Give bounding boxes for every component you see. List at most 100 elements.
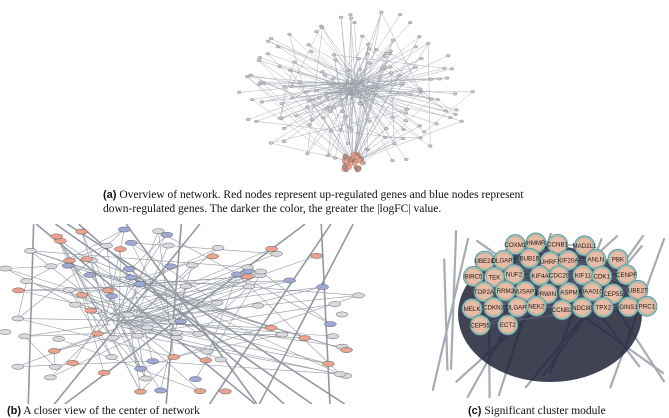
network-node <box>341 347 353 352</box>
gene-label: CEP55 <box>603 291 623 298</box>
network-node <box>252 303 264 308</box>
caption-b: (b) A closer view of the center of netwo… <box>7 404 200 418</box>
network-node <box>323 74 327 77</box>
gene-label: NUF2 <box>506 272 523 279</box>
gene-node: NEK2 <box>526 296 546 316</box>
network-node <box>384 127 388 130</box>
network-node <box>321 116 325 119</box>
network-node <box>367 120 371 123</box>
cluster-node <box>348 157 352 161</box>
network-node <box>307 43 311 46</box>
network-overview-figure <box>228 0 488 178</box>
caption-c-label: (c) <box>468 405 481 417</box>
network-node <box>81 257 93 262</box>
network-node <box>48 348 60 353</box>
network-node <box>389 50 393 53</box>
network-node <box>255 269 267 274</box>
network-node <box>414 45 418 48</box>
network-node <box>237 91 241 94</box>
network-node <box>51 234 63 239</box>
network-node <box>404 158 408 161</box>
network-node <box>400 83 404 86</box>
gene-label: NEK2 <box>528 303 545 310</box>
gene-node: CEP55 <box>470 315 490 335</box>
network-node <box>356 132 360 135</box>
network-node <box>278 117 282 120</box>
network-node <box>123 266 135 271</box>
network-node <box>76 229 88 234</box>
network-node <box>310 118 314 121</box>
network-node <box>91 331 103 336</box>
network-node <box>266 40 270 43</box>
network-node <box>290 85 294 88</box>
network-node <box>249 74 253 77</box>
network-node <box>404 119 408 122</box>
network-node <box>388 52 392 55</box>
cluster-node <box>353 162 357 166</box>
network-node <box>391 116 395 119</box>
network-node <box>454 109 458 112</box>
network-node <box>358 68 362 71</box>
network-node <box>207 254 219 259</box>
network-node <box>334 371 346 376</box>
network-node <box>170 335 182 340</box>
network-node <box>360 95 364 98</box>
network-node <box>180 284 192 289</box>
network-node <box>84 272 96 277</box>
network-node <box>384 52 388 55</box>
network-node <box>288 69 292 72</box>
network-node <box>325 96 329 99</box>
network-node <box>314 30 318 33</box>
network-node <box>347 126 351 129</box>
network-node <box>276 45 280 48</box>
network-node <box>193 331 205 336</box>
network-node <box>339 99 343 102</box>
network-node <box>418 137 422 140</box>
network-node <box>76 292 88 297</box>
network-node <box>350 129 354 132</box>
network-node <box>250 98 254 101</box>
network-node <box>349 13 353 16</box>
network-node <box>429 98 433 101</box>
network-node <box>125 240 137 245</box>
network-node <box>241 265 253 270</box>
network-node <box>324 322 336 327</box>
network-node <box>366 43 370 46</box>
network-node <box>161 232 173 237</box>
network-node <box>398 74 402 77</box>
network-node <box>329 301 341 306</box>
caption-b-label: (b) <box>7 405 21 417</box>
network-node <box>346 142 350 145</box>
network-node <box>257 59 261 62</box>
network-node <box>315 89 319 92</box>
network-node <box>374 48 378 51</box>
network-node <box>327 334 339 339</box>
network-node <box>165 264 177 269</box>
gene-label: UBE2T <box>628 288 648 295</box>
gene-label: DLGAP5 <box>491 257 516 264</box>
caption-b-text: A closer view of the center of network <box>23 405 200 417</box>
network-node <box>265 325 277 330</box>
network-node <box>98 370 110 375</box>
network-node <box>339 16 343 19</box>
gene-label: TOP2A <box>474 289 495 296</box>
network-node <box>21 279 33 284</box>
network-node <box>405 108 409 111</box>
network-node <box>305 90 309 93</box>
network-node <box>471 91 475 94</box>
network-node <box>308 99 312 102</box>
gene-label: KIF4A <box>531 273 549 280</box>
network-node <box>370 89 374 92</box>
gene-label: MAD2L1 <box>572 243 597 250</box>
network-node <box>450 67 454 70</box>
network-node <box>422 131 426 134</box>
network-node <box>320 26 324 29</box>
network-node <box>401 137 405 140</box>
network-node <box>389 66 393 69</box>
network-node <box>366 94 370 97</box>
network-node <box>379 11 383 14</box>
gene-node: TPX2 <box>593 297 613 317</box>
gene-node: KIF4A <box>530 266 550 286</box>
network-node <box>337 90 341 93</box>
